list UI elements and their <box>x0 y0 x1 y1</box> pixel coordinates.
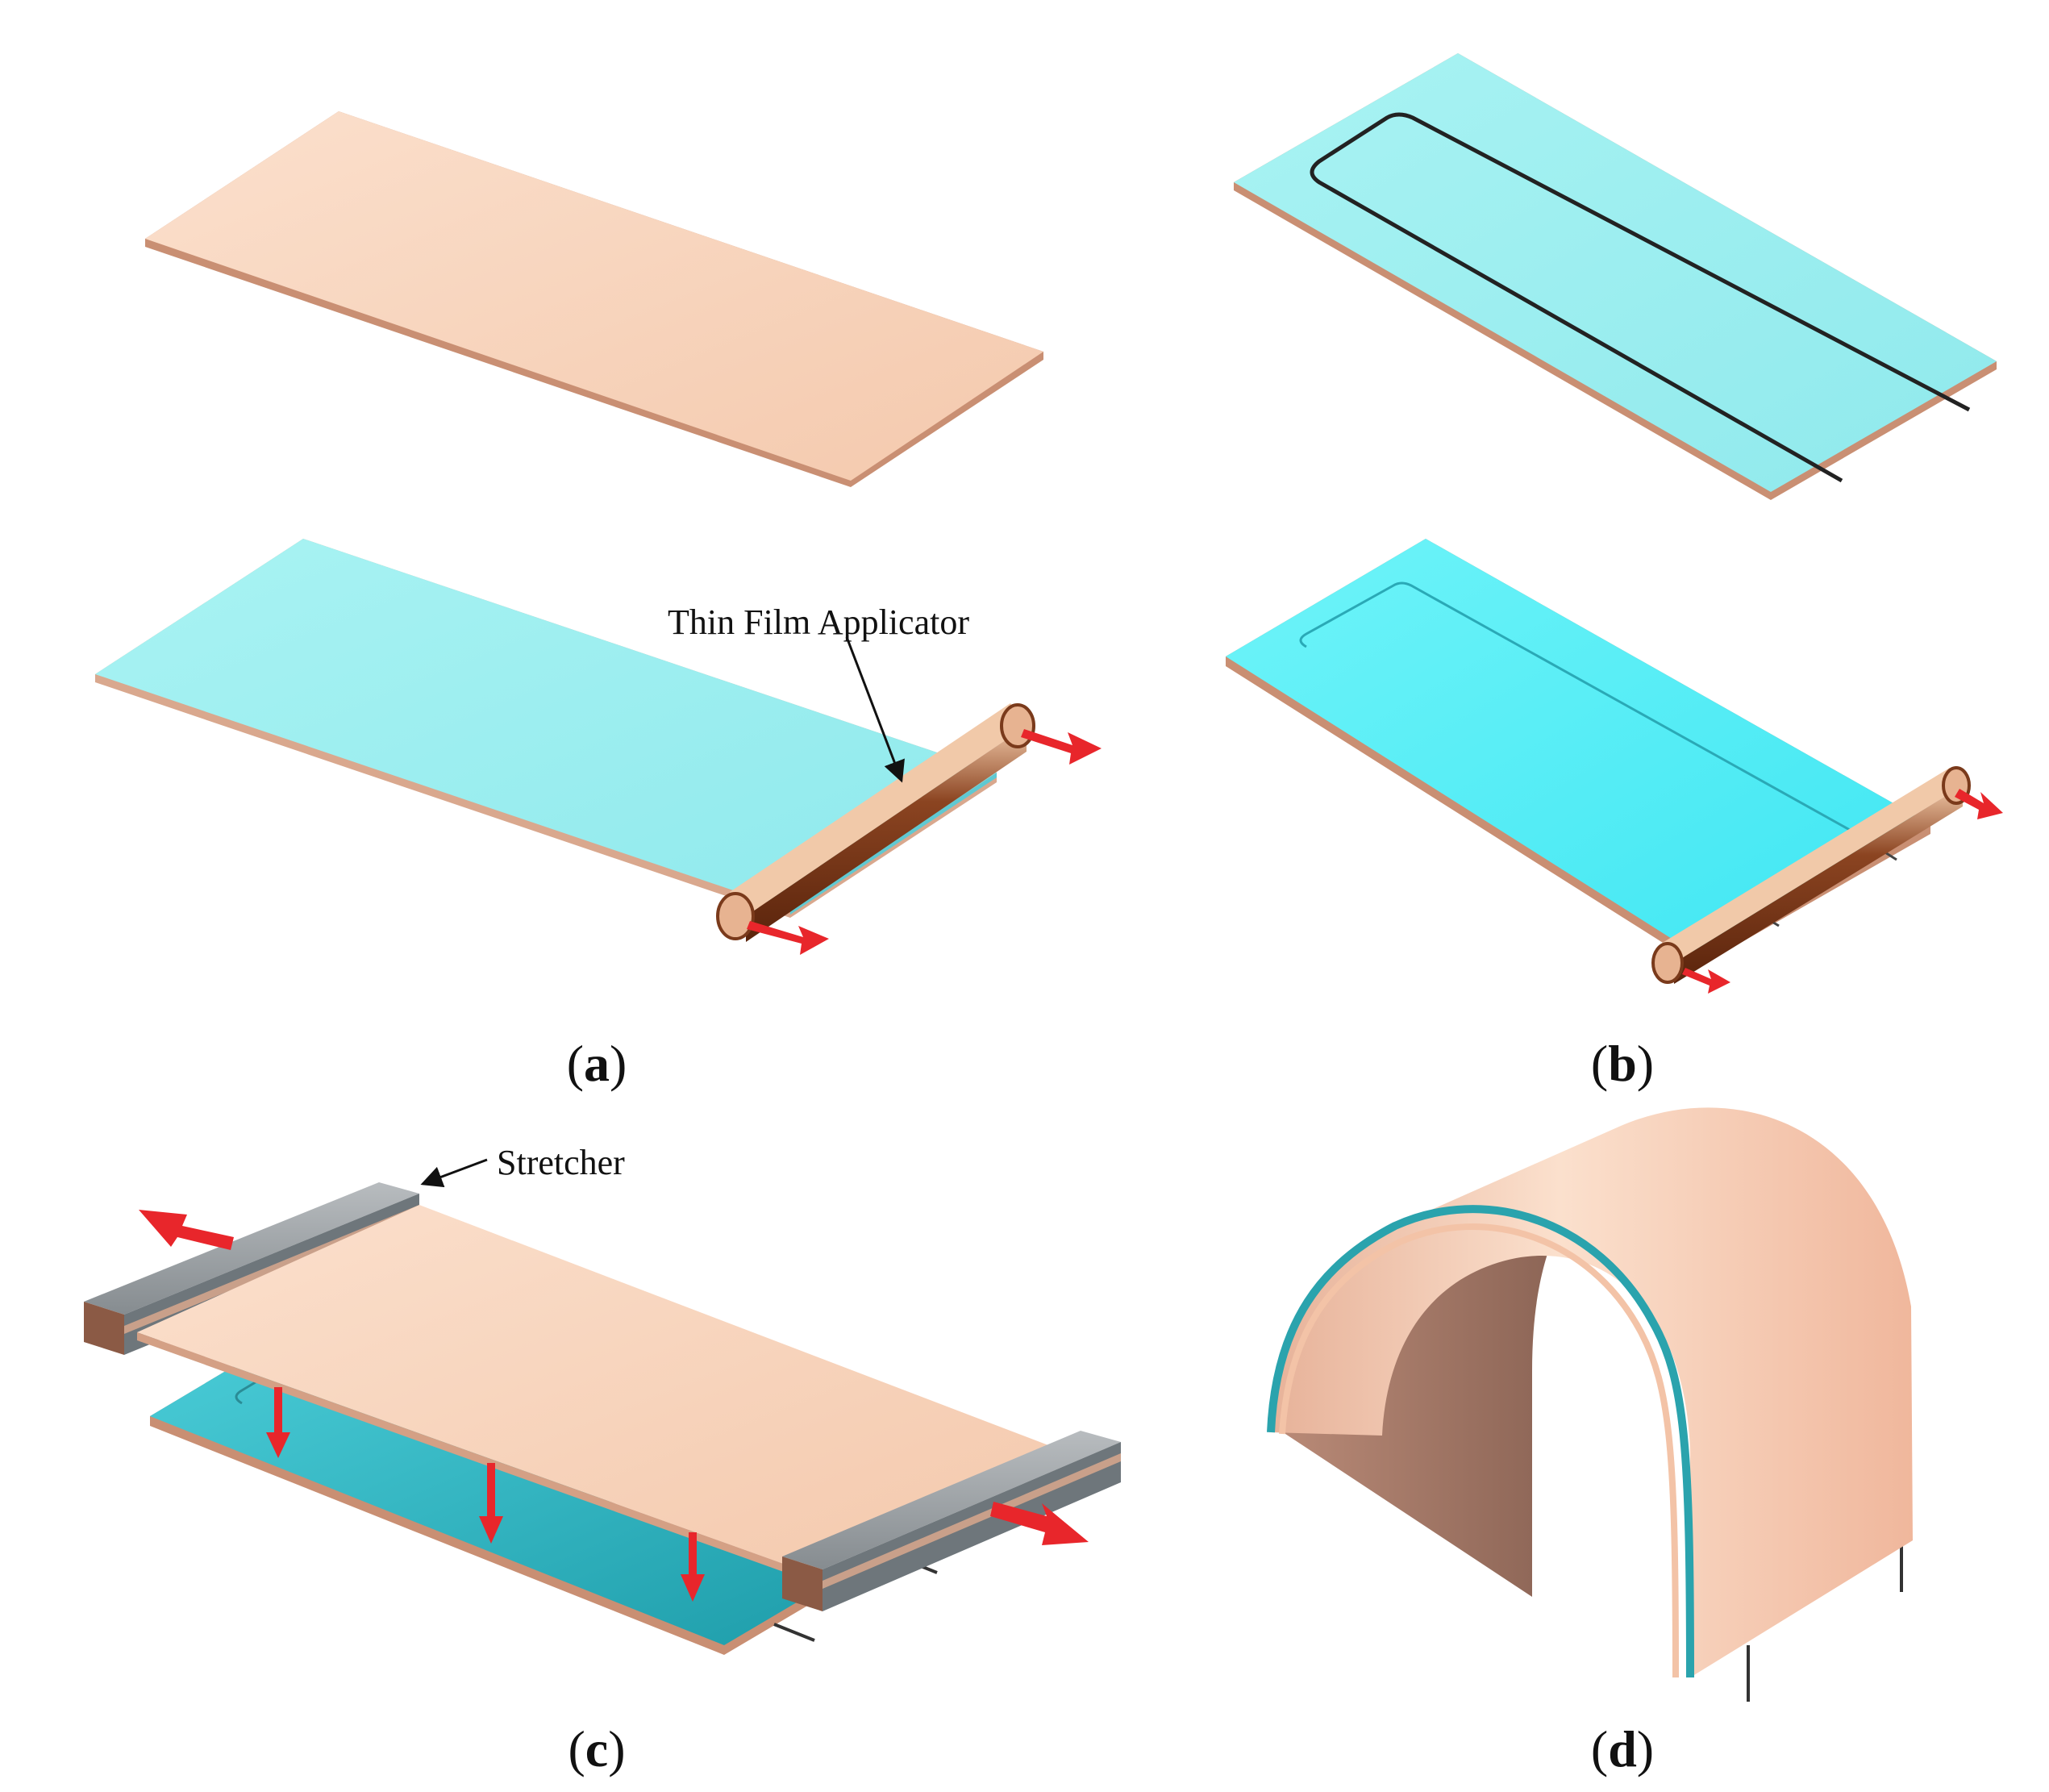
coated-sheet-a <box>95 539 997 918</box>
motion-arrow-a1 <box>747 921 829 955</box>
copper-sheet-a <box>145 111 1043 487</box>
motion-arrow-a2 <box>1021 729 1102 765</box>
stretch-arrow-right-c <box>990 1502 1089 1545</box>
panel-a: Thin Film Applicator (a) <box>95 111 1102 1092</box>
motion-arrow-b2 <box>1955 789 2003 819</box>
motion-arrow-b1 <box>1682 968 1730 994</box>
wired-sheet-b <box>1234 53 1997 500</box>
applicator-callout-label: Thin Film Applicator <box>668 602 969 642</box>
panel-label-a: (a) <box>567 1035 627 1092</box>
panel-c: Stretcher (c) <box>84 1143 1121 1777</box>
arch-inner-d <box>1281 1145 1637 1597</box>
dark-film-sheet-c <box>150 1357 938 1655</box>
panel-label-c: (c) <box>568 1720 625 1777</box>
panel-label-b: (b) <box>1591 1035 1654 1092</box>
panel-b: (b) <box>1226 53 2003 1092</box>
stretcher-callout-label: Stretcher <box>497 1143 625 1182</box>
stretcher-callout-line <box>420 1158 488 1188</box>
stretcher-right-c <box>782 1431 1121 1611</box>
panel-label-d: (d) <box>1591 1720 1654 1777</box>
down-arrow-c3 <box>681 1532 705 1602</box>
down-arrow-c2 <box>479 1463 503 1544</box>
arch-outer-d <box>1271 1107 1913 1677</box>
applicator-callout-line <box>845 636 905 783</box>
wire-loop-b <box>1310 112 1971 483</box>
thin-film-applicator-a <box>716 703 1035 942</box>
stretch-arrow-left-c <box>139 1210 234 1250</box>
copper-sheet-c <box>137 1205 1048 1574</box>
arch-front-edge-d <box>1267 1205 1694 1678</box>
thin-film-applicator-b <box>1651 766 1971 984</box>
bright-sheet-b <box>1226 539 1930 966</box>
panel-d: (d) <box>1267 1107 1913 1777</box>
down-arrow-c1 <box>266 1387 290 1458</box>
